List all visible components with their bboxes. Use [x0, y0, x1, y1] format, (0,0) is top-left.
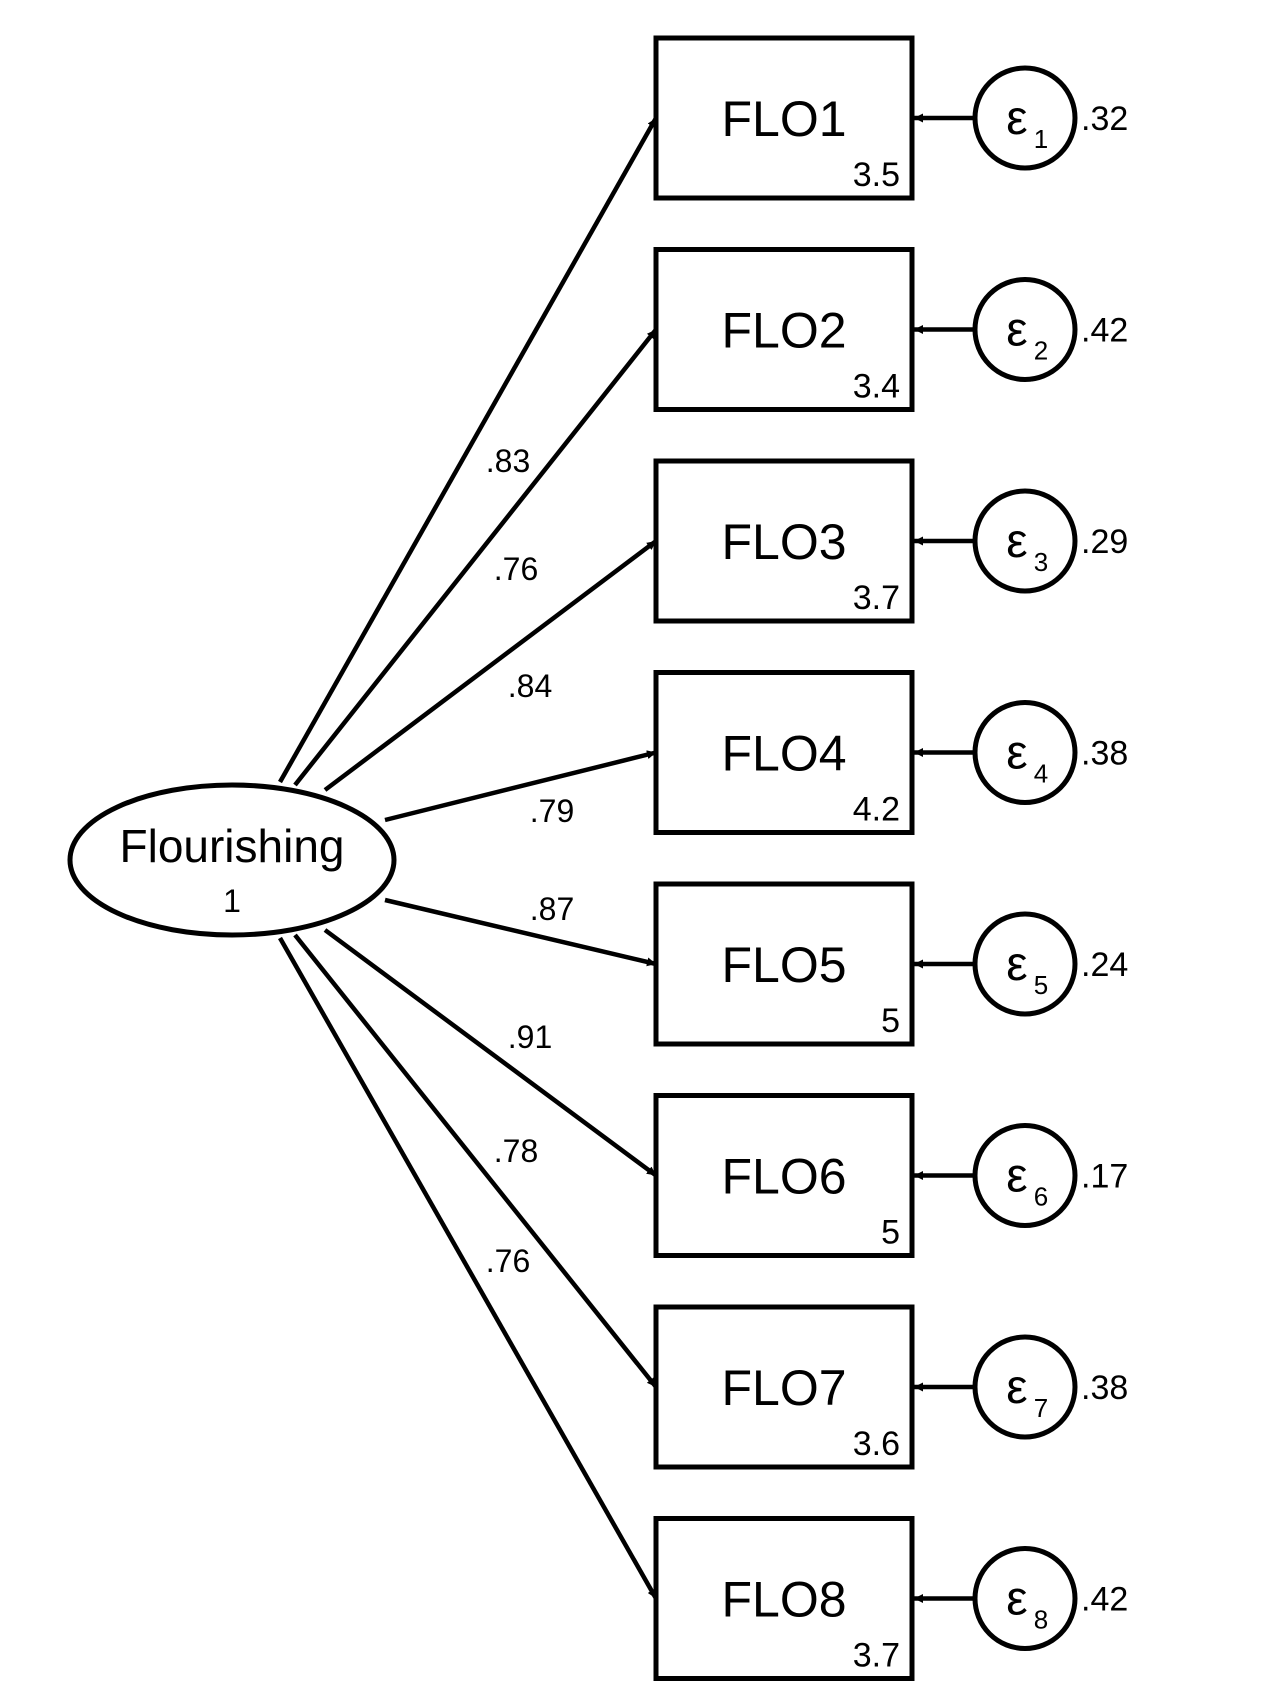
latent-variance: 1 [223, 883, 241, 919]
epsilon-symbol: ε [1006, 1573, 1027, 1626]
factor-loading-paths: .83 .76 .84 .79 .87 .91 .78 .76 [278, 116, 658, 1600]
loading-label-flo5: .87 [530, 891, 574, 927]
indicator-label: FLO1 [721, 91, 846, 147]
error-variance: .42 [1081, 312, 1128, 350]
loading-label-flo3: .84 [508, 668, 552, 704]
loading-path-flo2[interactable] [293, 328, 658, 787]
loading-path-flo5[interactable] [384, 897, 657, 967]
loading-path-flo6[interactable] [323, 928, 658, 1178]
indicator-box[interactable] [653, 247, 915, 412]
indicator-intercept: 4.2 [853, 791, 900, 829]
error-circle[interactable] [972, 277, 1078, 382]
indicator-label: FLO3 [721, 514, 846, 570]
error-circle[interactable] [972, 700, 1078, 805]
epsilon-symbol: ε [1006, 515, 1027, 568]
loading-label-flo6: .91 [508, 1019, 552, 1055]
error-index: 4 [1034, 759, 1048, 789]
indicator-intercept: 5 [881, 1002, 900, 1040]
epsilon-symbol: ε [1006, 1361, 1027, 1414]
indicator-label: FLO8 [721, 1572, 846, 1628]
error-index: 3 [1034, 547, 1048, 577]
error-index: 5 [1034, 970, 1048, 1000]
error-variance: .29 [1081, 523, 1128, 561]
observed-indicators: FLO13.5FLO23.4FLO33.7FLO44.2FLO55FLO65FL… [653, 35, 915, 1681]
indicator-flo5[interactable]: FLO5 5 [653, 881, 915, 1047]
error-variance: .38 [1081, 1369, 1128, 1407]
latent-label: Flourishing [120, 820, 345, 872]
error-variance: .24 [1081, 946, 1128, 984]
indicator-label: FLO6 [721, 1149, 846, 1205]
indicator-intercept: 3.6 [853, 1425, 900, 1463]
indicator-box[interactable] [653, 1304, 915, 1470]
error-index: 6 [1034, 1182, 1048, 1212]
indicator-label: FLO2 [721, 303, 846, 359]
error-variance: .32 [1081, 100, 1128, 138]
loading-path-flo8[interactable] [278, 936, 658, 1600]
loading-label-flo8: .76 [486, 1243, 530, 1279]
indicator-intercept: 3.7 [853, 579, 900, 617]
indicator-flo6[interactable]: FLO6 5 [653, 1093, 915, 1258]
loading-path-flo7[interactable] [293, 933, 658, 1389]
epsilon-symbol: ε [1006, 304, 1027, 357]
loading-label-flo7: .78 [494, 1133, 538, 1169]
indicator-intercept: 3.4 [853, 368, 900, 406]
error-circle[interactable] [972, 1334, 1078, 1440]
loading-path-flo1[interactable] [278, 116, 658, 784]
loading-label-flo1: .83 [486, 443, 530, 479]
error-variance: .42 [1081, 1581, 1128, 1619]
indicator-intercept: 3.5 [853, 156, 900, 194]
indicator-label: FLO4 [721, 726, 846, 782]
error-circle[interactable] [972, 65, 1078, 171]
error-index: 8 [1034, 1605, 1048, 1635]
epsilon-symbol: ε [1006, 938, 1027, 991]
indicator-box[interactable] [653, 458, 915, 624]
indicator-box[interactable] [653, 670, 915, 835]
indicator-label: FLO7 [721, 1360, 846, 1416]
error-circle[interactable] [972, 1546, 1078, 1651]
epsilon-symbol: ε [1006, 727, 1027, 780]
indicator-box[interactable] [653, 1093, 915, 1258]
error-index: 1 [1034, 124, 1048, 154]
error-circle[interactable] [972, 488, 1078, 594]
loading-path-flo4[interactable] [384, 750, 657, 823]
error-index: 2 [1034, 336, 1048, 366]
error-variance: .38 [1081, 735, 1128, 773]
indicator-box[interactable] [653, 881, 915, 1047]
error-circle[interactable] [972, 1123, 1078, 1228]
epsilon-symbol: ε [1006, 92, 1027, 145]
latent-factor[interactable]: Flourishing 1 [67, 782, 397, 938]
indicator-label: FLO5 [721, 937, 846, 993]
loading-path-flo3[interactable] [323, 539, 658, 792]
latent-ellipse[interactable] [67, 782, 397, 938]
indicator-intercept: 5 [881, 1214, 900, 1252]
loading-label-flo4: .79 [530, 793, 574, 829]
indicator-box[interactable] [653, 35, 915, 201]
error-circle[interactable] [972, 911, 1078, 1017]
error-index: 7 [1034, 1393, 1048, 1423]
indicator-intercept: 3.7 [853, 1637, 900, 1675]
error-variance: .17 [1081, 1158, 1128, 1196]
indicator-box[interactable] [653, 1516, 915, 1681]
loading-label-flo2: .76 [494, 551, 538, 587]
epsilon-symbol: ε [1006, 1150, 1027, 1203]
